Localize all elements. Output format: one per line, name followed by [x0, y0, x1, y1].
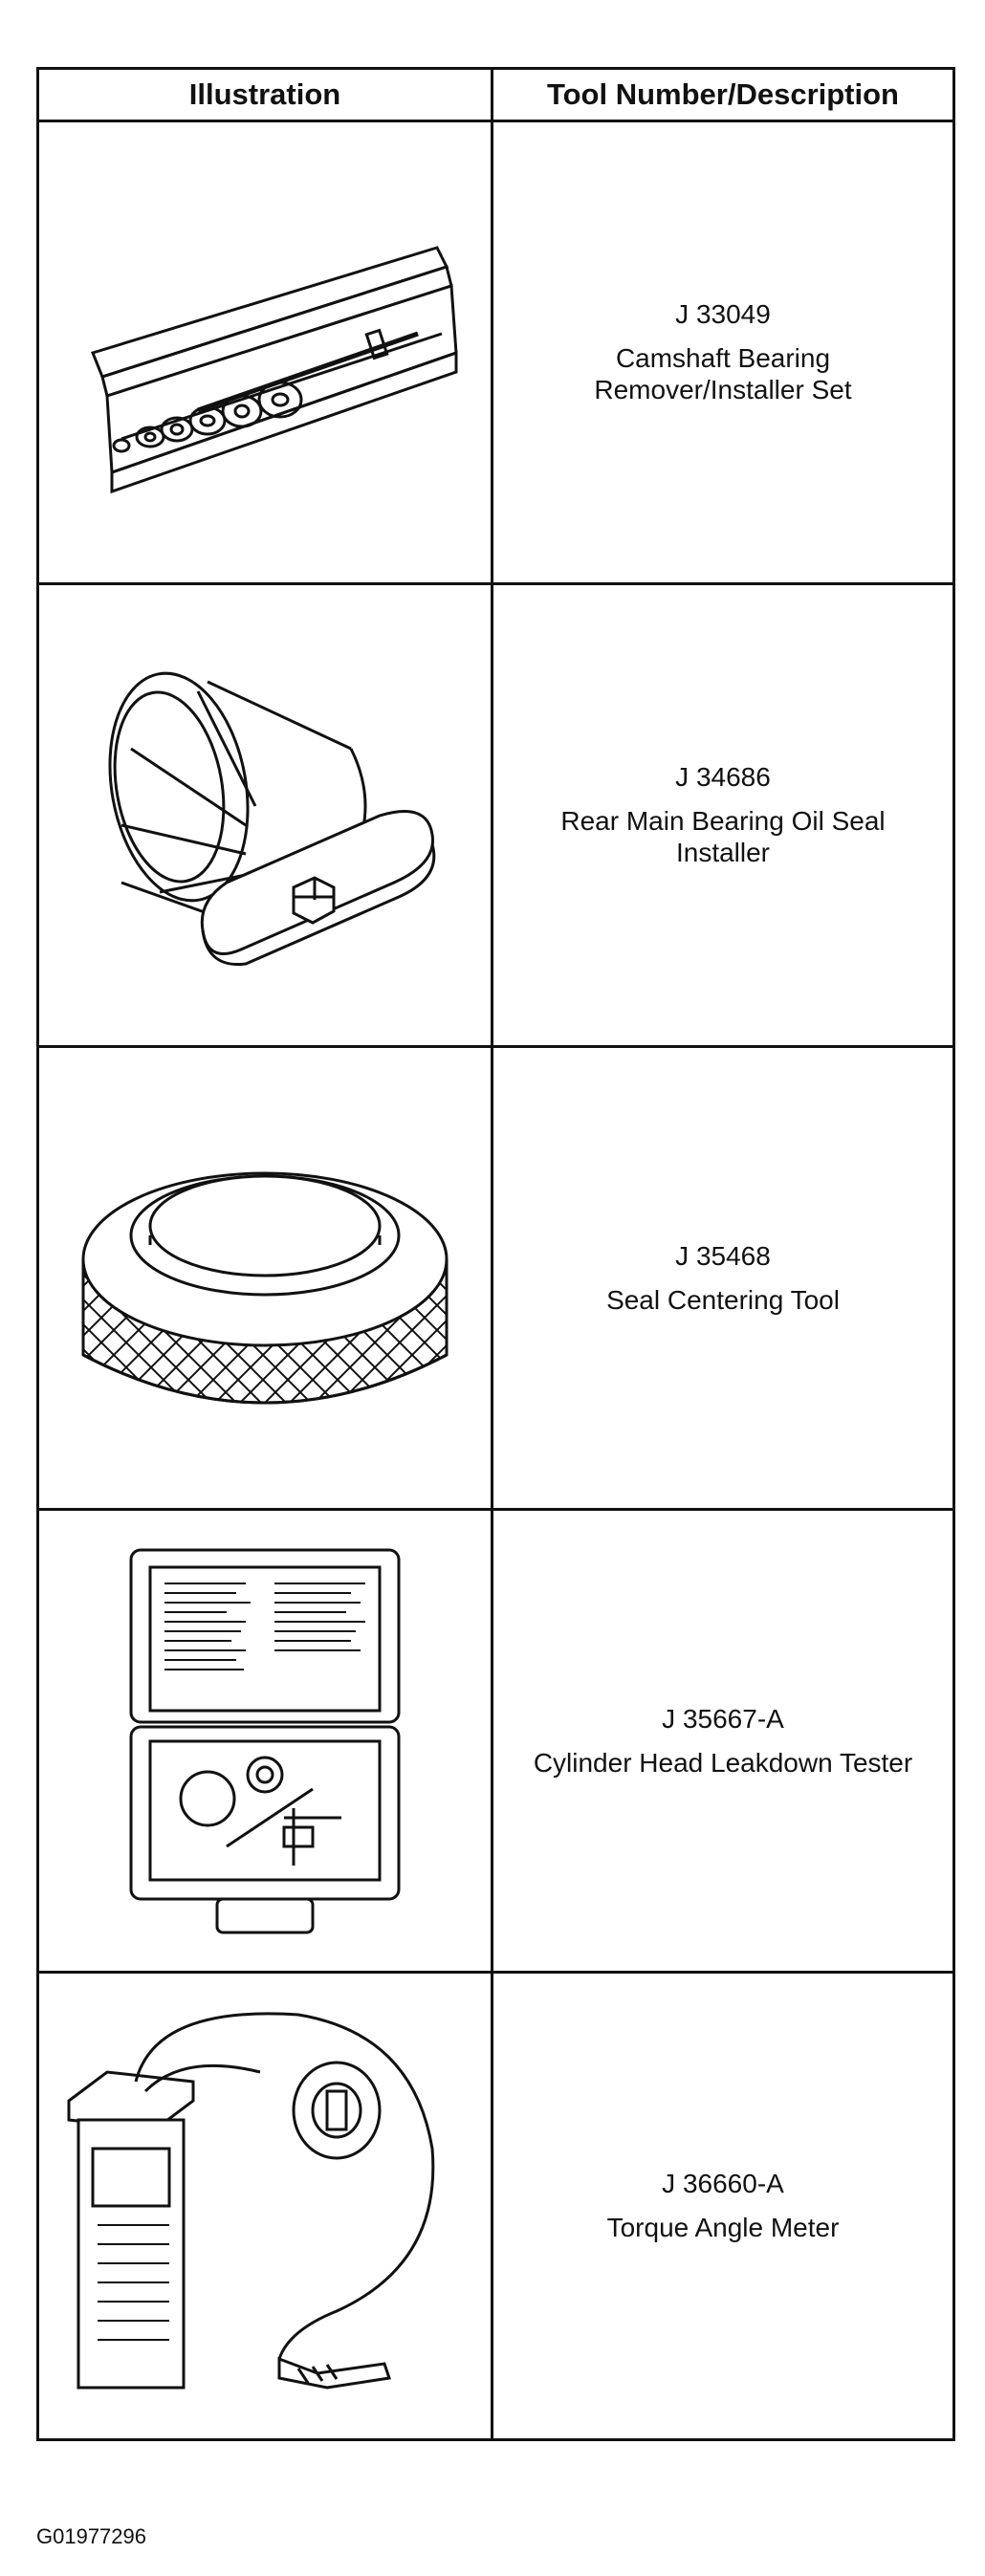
table-row: J 33049 Camshaft Bearing Remover/Install… [39, 122, 952, 585]
description-cell: J 36660-A Torque Angle Meter [493, 1974, 952, 2438]
header-illustration: Illustration [39, 70, 493, 120]
tool-number: J 35667-A [662, 1703, 784, 1734]
tool-number: J 35468 [675, 1240, 771, 1271]
description-cell: J 33049 Camshaft Bearing Remover/Install… [493, 122, 952, 582]
tool-description: Torque Angle Meter [606, 2213, 840, 2242]
description-cell: J 35468 Seal Centering Tool [493, 1048, 952, 1508]
tool-table: Illustration Tool Number/Description [36, 67, 955, 2441]
leakdown-tester-case-icon [129, 1548, 401, 1933]
illustration-cell [39, 1048, 493, 1508]
table-row: J 34686 Rear Main Bearing Oil Seal Insta… [39, 585, 952, 1048]
tool-description: Rear Main Bearing Oil Seal Installer [560, 805, 886, 868]
torque-angle-meter-icon [67, 2012, 435, 2390]
illustration-cell [39, 585, 493, 1045]
header-tool-number: Tool Number/Description [546, 77, 899, 111]
table-row: J 35667-A Cylinder Head Leakdown Tester [39, 1511, 952, 1974]
table-row: J 35468 Seal Centering Tool [39, 1048, 952, 1511]
illustration-cell [39, 122, 493, 582]
figure-id: G01977296 [36, 2524, 146, 2548]
table-row: J 36660-A Torque Angle Meter [39, 1974, 952, 2438]
tool-number: J 33049 [675, 299, 771, 330]
table-header: Illustration Tool Number/Description [39, 70, 952, 122]
illustration-cell [39, 1974, 493, 2438]
description-cell: J 35667-A Cylinder Head Leakdown Tester [493, 1511, 952, 1971]
illustration-cell [39, 1511, 493, 1971]
camshaft-bearing-set-icon [91, 245, 458, 493]
description-cell: J 34686 Rear Main Bearing Oil Seal Insta… [493, 585, 952, 1045]
tool-description: Camshaft Bearing Remover/Installer Set [594, 342, 852, 405]
tool-number: J 36660-A [662, 2169, 784, 2199]
seal-centering-tool-icon [81, 1171, 449, 1404]
oil-seal-installer-icon [108, 671, 436, 966]
tool-number: J 34686 [675, 762, 771, 793]
tool-description: Seal Centering Tool [606, 1284, 840, 1315]
tool-description: Cylinder Head Leakdown Tester [533, 1747, 913, 1778]
